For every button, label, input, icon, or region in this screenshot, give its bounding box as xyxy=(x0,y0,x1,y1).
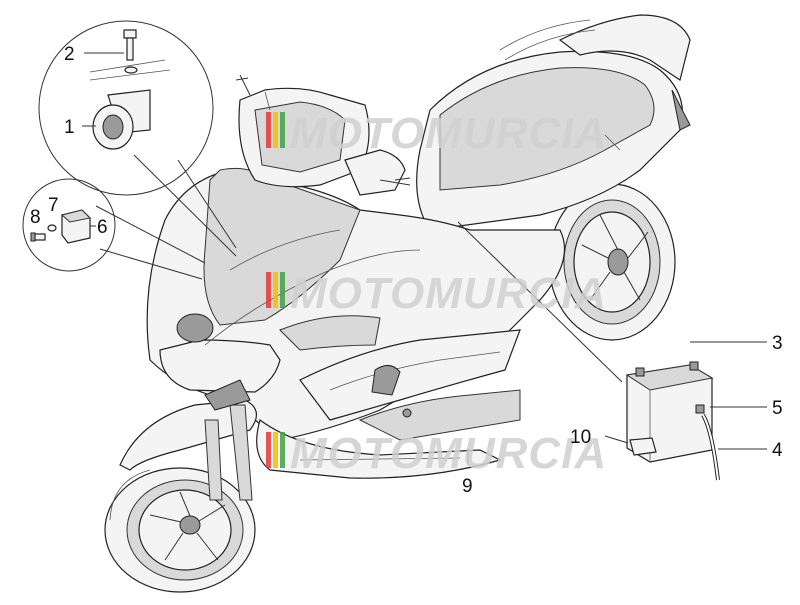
callout-3: 3 xyxy=(772,333,783,354)
leader-horn-to-body-b xyxy=(177,159,237,249)
watermark-2: MOTOMURCIA xyxy=(266,269,607,318)
watermark-1: MOTOMURCIA xyxy=(266,109,607,158)
callout-8: 8 xyxy=(30,207,41,228)
battery-vent-tube-part xyxy=(701,413,720,481)
callout-6: 6 xyxy=(97,217,108,238)
leader-relay-to-body-b xyxy=(95,205,206,264)
detail-circle-relay xyxy=(22,178,116,272)
callout-7: 7 xyxy=(48,195,59,216)
watermark-text: MOTOMURCIA xyxy=(290,429,607,478)
callout-4: 4 xyxy=(772,440,783,461)
relay-part xyxy=(60,209,92,244)
seat-and-rear-body xyxy=(416,14,691,231)
front-fork-and-mudguard xyxy=(119,379,257,501)
battery-group xyxy=(457,221,767,481)
detail-circle-horn xyxy=(38,20,214,196)
callout-10: 10 xyxy=(570,427,591,448)
front-wheel xyxy=(104,467,256,593)
rear-wheel xyxy=(548,183,676,341)
floor-panel xyxy=(256,408,502,479)
front-body xyxy=(146,167,566,441)
scooter-drawing xyxy=(104,14,691,593)
battery-pad-part xyxy=(629,437,657,456)
washer-part xyxy=(47,224,57,232)
watermark-text: MOTOMURCIA xyxy=(290,269,607,318)
screw-part xyxy=(30,232,46,242)
watermark-text: MOTOMURCIA xyxy=(290,109,607,158)
callout-2: 2 xyxy=(64,44,75,65)
callout-5: 5 xyxy=(772,398,783,419)
horn-part xyxy=(89,59,171,150)
leader-relay-to-body-a xyxy=(99,248,203,280)
battery-terminal-part xyxy=(695,404,705,414)
leader-line-10 xyxy=(604,435,629,444)
callout-labels: 2 1 7 8 6 3 5 4 10 9 xyxy=(30,44,783,497)
leader-horn-to-body-a xyxy=(133,154,237,257)
leader-battery-to-body xyxy=(457,221,623,383)
callout-1: 1 xyxy=(64,117,75,138)
bolt-part xyxy=(123,29,138,74)
callout-9: 9 xyxy=(462,476,473,497)
watermark-3: MOTOMURCIA xyxy=(266,429,607,478)
